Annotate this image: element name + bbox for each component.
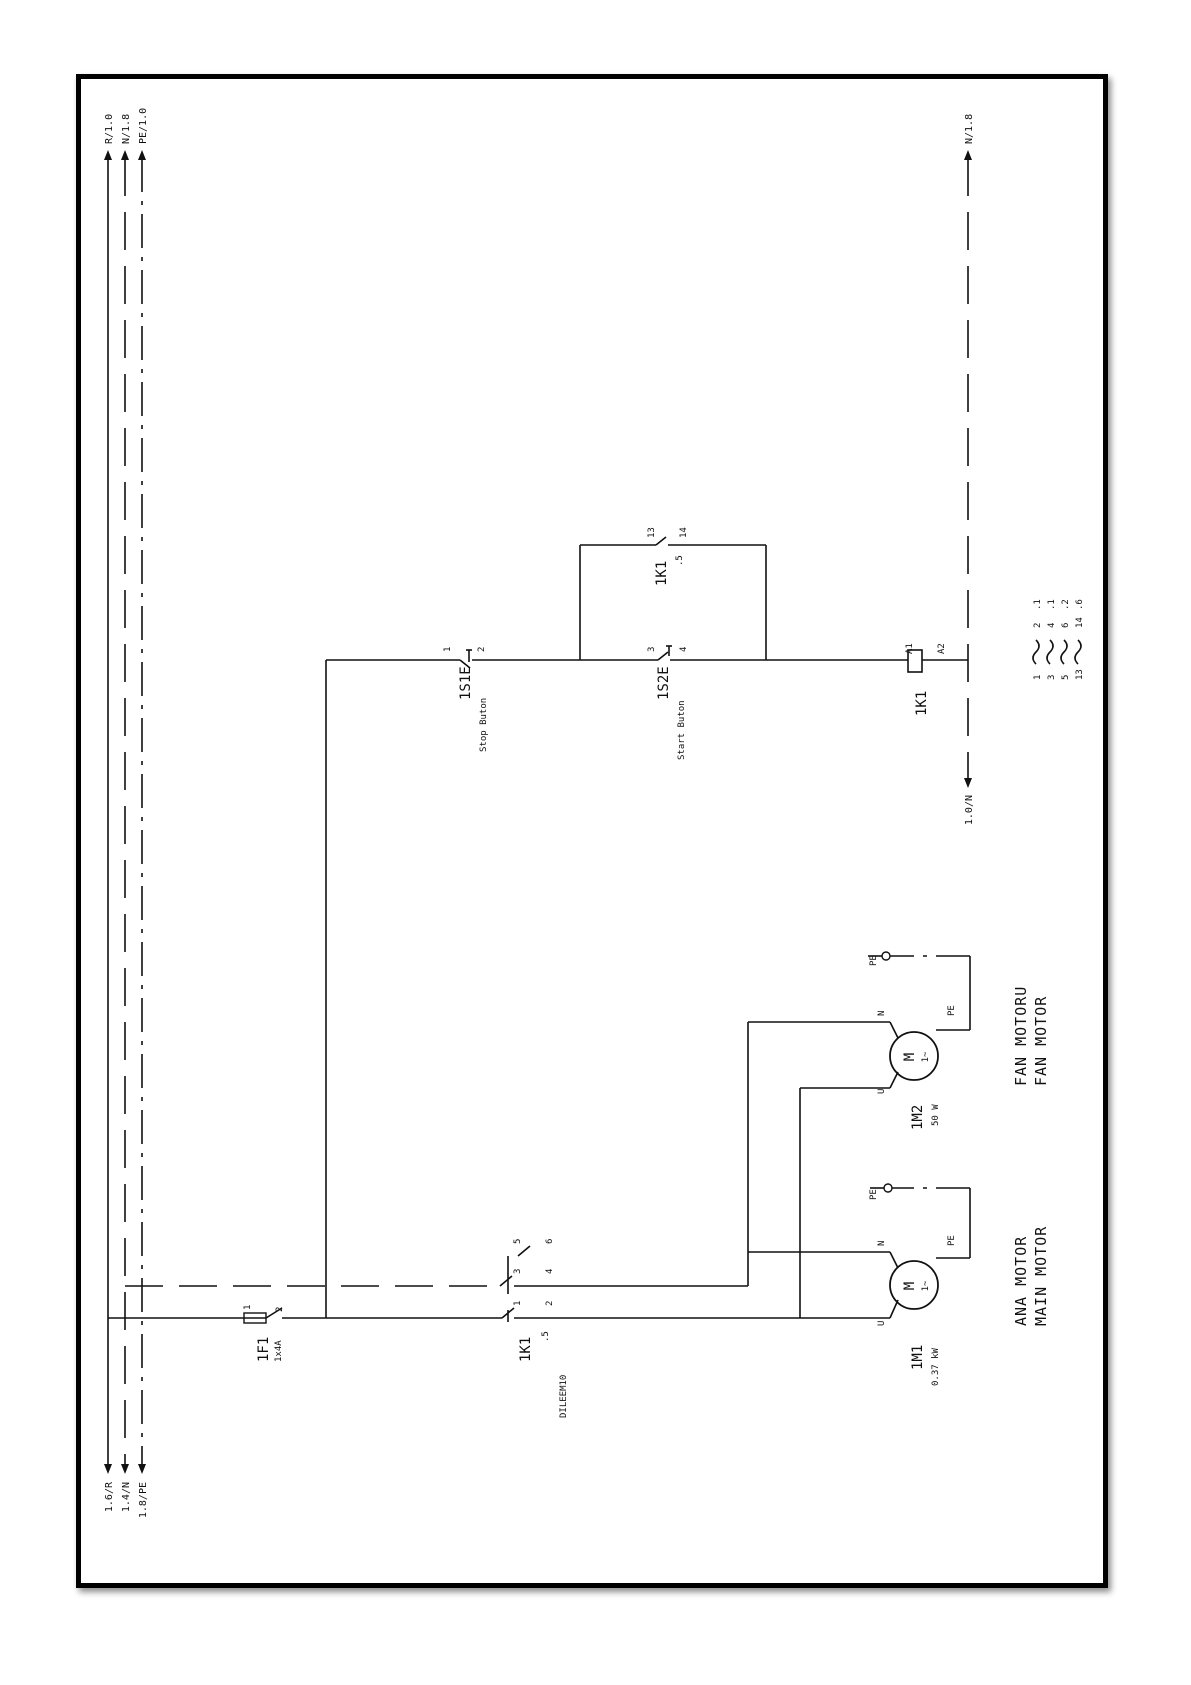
neutral-bus [125, 1252, 748, 1286]
coil-contact-table: 1 2 .1 3 4 .1 5 6 .2 13 14 .6 [1033, 599, 1085, 680]
motor-main-letter: M [902, 1282, 918, 1290]
fuse-rating: 1x4A [274, 1340, 284, 1362]
control-circuit: 1 2 1S1E Stop Buton 13 14 1K1 .5 3 4 1S2… [326, 527, 968, 760]
motor-fan-term-pe: PE [947, 1005, 957, 1016]
stop-tag: 1S1E [458, 666, 474, 700]
xref-1-ref: .1 [1033, 599, 1043, 610]
xref-3-ref: .2 [1061, 599, 1071, 610]
coil-1k1: A1 A2 1K1 [905, 643, 947, 716]
motor-fan-phase: 1~ [921, 1051, 931, 1062]
motor-fan-rating: 50 W [931, 1104, 941, 1126]
xref-4-to: 14 [1075, 617, 1085, 628]
fuse-1f1: 1 2 1F1 1x4A [243, 1305, 285, 1362]
contactor-ref: .5 [541, 1331, 551, 1342]
arrow-down-pe [138, 1464, 146, 1474]
motor-fan-pe-node: PE [869, 955, 879, 966]
xref-3-to: 6 [1061, 623, 1071, 628]
arrow-down-n [121, 1464, 129, 1474]
label-top-r: R/1.0 [104, 114, 115, 144]
start-button-1s2e: 3 4 1S2E Start Buton [580, 646, 689, 760]
xref-4-ref: .6 [1075, 599, 1085, 610]
motor-main-term-n: N [877, 1241, 887, 1246]
motor-fan-tag: 1M2 [910, 1105, 926, 1130]
xref-4-from: 13 [1075, 669, 1085, 680]
motor-fan-term-u: U [877, 1089, 887, 1094]
stop-label: Stop Buton [479, 698, 489, 752]
stop-pin-1: 1 [443, 647, 453, 652]
motor-main-name-tr: ANA MOTOR [1012, 1236, 1030, 1326]
label-bottom-r: 1.6/R [104, 1481, 115, 1512]
contactor-pin-2: 2 [545, 1301, 555, 1306]
contactor-pin-6: 6 [545, 1239, 555, 1244]
xref-1-from: 1 [1033, 675, 1043, 680]
xref-2-from: 3 [1047, 675, 1057, 680]
motor-main-rating: 0.37 kW [931, 1347, 941, 1386]
rail-labels: R/1.0 N/1.8 PE/1.0 N/1.8 1.6/R 1.4/N 1.8… [104, 108, 975, 1518]
contactor-1k1-main: 1 2 3 4 5 6 1K1 .5 DILEEM10 [508, 1239, 569, 1418]
motor-fan-name-tr: FAN MOTORU [1012, 986, 1030, 1086]
fuse-pin-out: 2 [275, 1307, 285, 1312]
motor-fan-term-n: N [877, 1011, 887, 1016]
xref-1-to: 2 [1033, 623, 1043, 628]
motor-main-name-en: MAIN MOTOR [1032, 1226, 1050, 1326]
contactor-pin-3: 3 [513, 1269, 523, 1274]
contactor-tag: 1K1 [518, 1337, 534, 1362]
holding-pin-14: 14 [679, 527, 689, 538]
start-pin-3: 3 [647, 647, 657, 652]
fuse-tag: 1F1 [256, 1337, 272, 1362]
label-bottom-n-right: 1.0/N [964, 795, 975, 825]
xref-2-to: 4 [1047, 623, 1057, 628]
arrow-up-pe [138, 150, 146, 160]
start-pin-4: 4 [679, 647, 689, 652]
arrow-up-n-right [964, 150, 972, 160]
stop-pin-2: 2 [477, 647, 487, 652]
contactor-model: DILEEM10 [559, 1375, 569, 1418]
arrow-up-r [104, 150, 112, 160]
holding-tag: 1K1 [654, 561, 670, 586]
stop-button-1s1e: 1 2 1S1E Stop Buton [443, 647, 489, 752]
motor-1m1: M 1~ U N PE PE 1M1 0.37 kW ANA MOTOR MAI… [869, 1184, 1050, 1386]
motor-1m2: M 1~ U N PE PE 1M2 50 W FAN MOTORU FAN M… [868, 952, 1050, 1130]
arrow-down-r [104, 1464, 112, 1474]
fuse-pin-in: 1 [243, 1305, 253, 1310]
label-top-pe: PE/1.0 [138, 108, 149, 144]
coil-tag: 1K1 [914, 691, 930, 716]
motor-fan-name-en: FAN MOTOR [1032, 996, 1050, 1086]
motor-main-tag: 1M1 [910, 1345, 926, 1370]
motor-main-term-u: U [877, 1321, 887, 1326]
motor-fan-letter: M [902, 1053, 918, 1061]
holding-ref: .5 [675, 555, 685, 566]
xref-2-ref: .1 [1047, 599, 1057, 610]
contactor-pin-1: 1 [513, 1301, 523, 1306]
power-rails [104, 150, 972, 1474]
contactor-pin-4: 4 [545, 1269, 555, 1274]
start-label: Start Buton [677, 700, 687, 760]
contactor-pin-5: 5 [513, 1239, 523, 1244]
holding-contact-1k1: 13 14 1K1 .5 [647, 527, 689, 586]
motor-main-term-pe: PE [947, 1235, 957, 1246]
label-top-n-right: N/1.8 [964, 114, 975, 144]
coil-pin-a1: A1 [905, 643, 915, 654]
coil-pin-a2: A2 [937, 643, 947, 654]
label-bottom-n: 1.4/N [121, 1482, 132, 1512]
arrow-down-n-right [964, 778, 972, 788]
arrow-up-n [121, 150, 129, 160]
phase-bus: 1 2 1F1 1x4A [108, 660, 800, 1362]
motor-main-pe-node: PE [869, 1189, 879, 1200]
motor-wiring [748, 1022, 890, 1318]
label-bottom-pe: 1.8/PE [138, 1482, 149, 1518]
motor-main-phase: 1~ [921, 1280, 931, 1291]
label-top-n: N/1.8 [121, 114, 132, 144]
holding-pin-13: 13 [647, 527, 657, 538]
xref-3-from: 5 [1061, 675, 1071, 680]
start-tag: 1S2E [656, 666, 672, 700]
